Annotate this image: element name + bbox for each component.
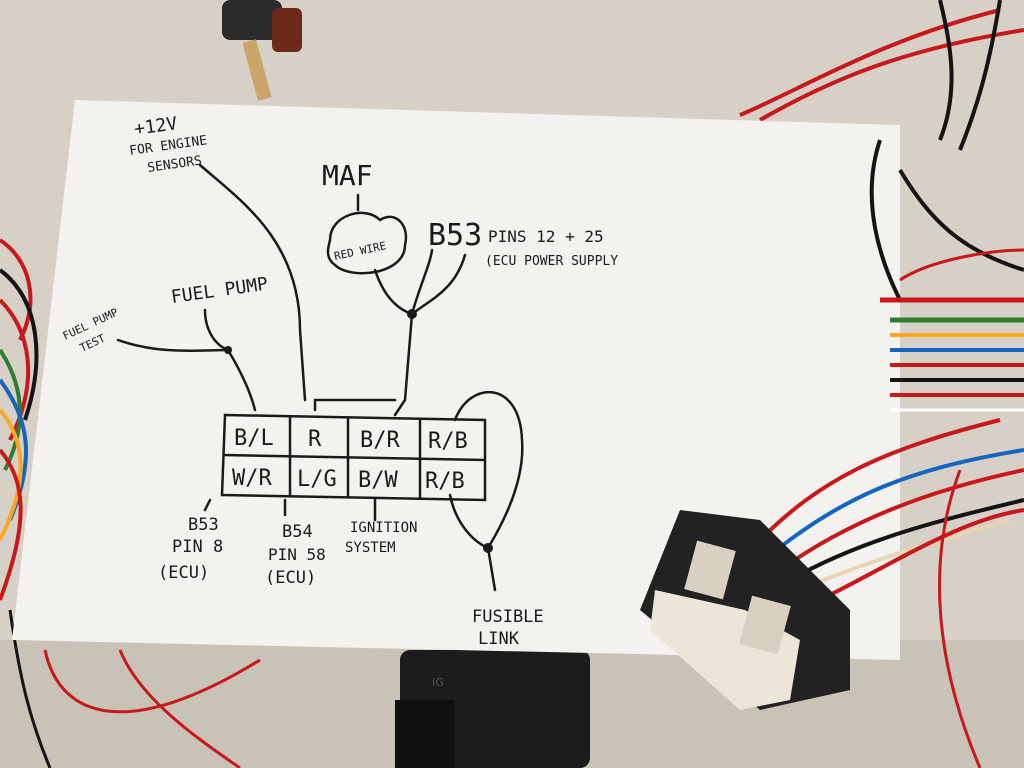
label-b54-pin58-2: PIN 58 [268, 545, 326, 564]
label-b54-pin58-3: (ECU) [265, 568, 316, 588]
left-wire-bundle [0, 238, 261, 768]
grid-top-2: R [308, 427, 322, 452]
label-b54-pin58-1: B54 [282, 522, 313, 542]
maf-junction-dot [407, 309, 417, 319]
ink-diagram [116, 163, 524, 592]
grid-bottom-3: B/W [358, 468, 398, 493]
label-ignition-1: IGNITION [350, 520, 417, 536]
label-ignition-2: SYSTEM [345, 540, 396, 556]
grid-bottom-1: W/R [232, 466, 272, 491]
label-b53-pin8-3: (ECU) [158, 563, 209, 583]
grid-bottom-2: L/G [297, 467, 337, 492]
label-b53-pin8-1: B53 [188, 515, 219, 535]
label-b53-pin8-2: PIN 8 [172, 537, 223, 557]
fusible-junction-dot [483, 543, 493, 553]
white-connector [640, 510, 850, 710]
top-right-wires [739, 0, 1024, 151]
label-ecu-power: (ECU POWER SUPPLY [485, 254, 618, 269]
label-b53-pins: B53 [428, 218, 482, 253]
grid-top-1: B/L [234, 426, 274, 451]
label-fusible-2: LINK [478, 629, 520, 649]
grid-top-3: B/R [360, 428, 400, 453]
bottom-connector: IG [395, 650, 590, 768]
label-fusible-1: FUSIBLE [472, 607, 544, 627]
fuel-pump-junction-dot [224, 346, 232, 354]
top-connector [222, 0, 302, 101]
connector-grid [220, 413, 487, 502]
right-wire-bundle [758, 139, 1024, 768]
label-pins-12-25: PINS 12 + 25 [488, 227, 604, 246]
grid-top-4: R/B [428, 429, 468, 454]
grid-bottom-4: R/B [425, 469, 465, 494]
svg-text:IG: IG [432, 676, 444, 689]
label-maf: MAF [322, 159, 373, 192]
